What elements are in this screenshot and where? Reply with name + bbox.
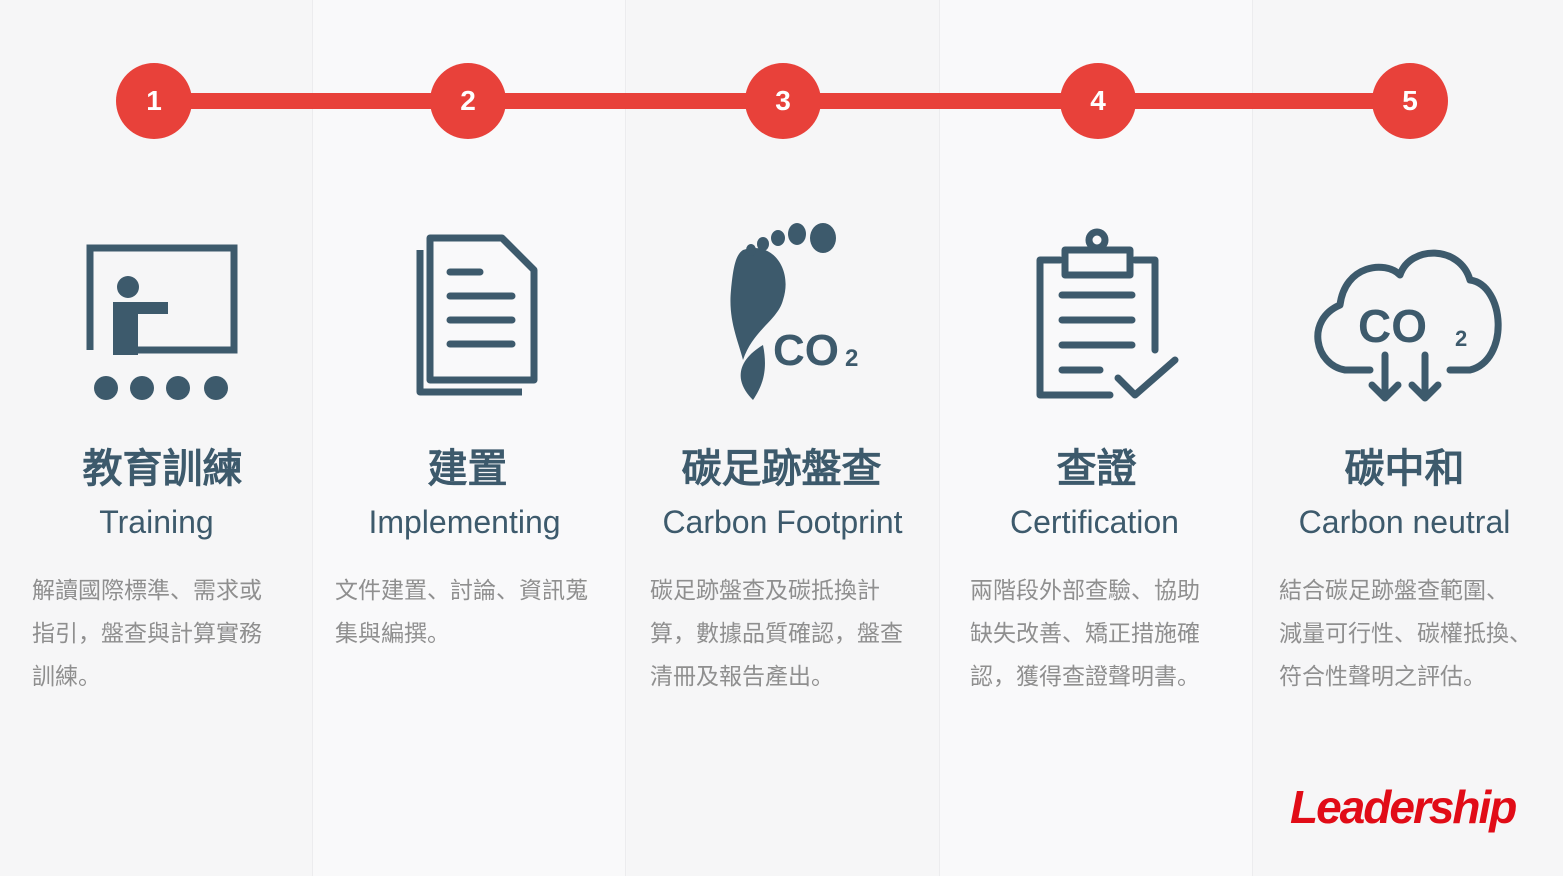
step-subtitle-3: Carbon Footprint	[662, 504, 903, 540]
column-3	[627, 0, 940, 876]
desc-line: 認，獲得查證聲明書。	[970, 664, 1200, 690]
desc-line: 算，數據品質確認，盤查	[650, 621, 903, 647]
column-4	[940, 0, 1253, 876]
step-title-1: 教育訓練	[82, 446, 243, 492]
co2-label: CO	[773, 326, 839, 375]
column-1	[0, 0, 313, 876]
step-marker-3: 3	[745, 63, 821, 139]
desc-line: 指引，盤查與計算實務	[32, 621, 262, 647]
step-description-4: 兩階段外部查驗、協助缺失改善、矯正措施確認，獲得查證聲明書。	[970, 570, 1200, 699]
step-marker-2: 2	[430, 63, 506, 139]
co2-label: CO	[1358, 300, 1427, 352]
clipboard-check-icon	[1000, 220, 1200, 410]
step-marker-4: 4	[1060, 63, 1136, 139]
step-description-2: 文件建置、討論、資訊蒐集與編撰。	[335, 570, 588, 656]
column-5	[1253, 0, 1563, 876]
leadership-logo: Leadership	[1290, 781, 1517, 833]
step-subtitle-5: Carbon neutral	[1298, 504, 1511, 540]
desc-line: 符合性聲明之評估。	[1279, 664, 1486, 690]
step-subtitle-2: Implementing	[368, 504, 561, 540]
desc-line: 缺失改善、矯正措施確	[970, 621, 1200, 647]
column-2	[313, 0, 626, 876]
desc-line: 碳足跡盤查及碳抵換計	[650, 578, 880, 604]
step-title-2: 建置	[427, 446, 508, 492]
step-title-3: 碳足跡盤查	[681, 446, 882, 492]
desc-line: 兩階段外部查驗、協助	[970, 578, 1200, 604]
desc-line: 結合碳足跡盤查範圍、	[1279, 578, 1509, 604]
step-description-5: 結合碳足跡盤查範圍、減量可行性、碳權抵換、符合性聲明之評估。	[1279, 570, 1532, 699]
co2-subscript: 2	[1455, 326, 1467, 351]
desc-line: 減量可行性、碳權抵換、	[1279, 621, 1532, 647]
co2-subscript: 2	[845, 345, 858, 372]
step-subtitle-1: Training	[99, 504, 214, 540]
co2-cloud-icon: CO 2	[1310, 220, 1510, 410]
presentation-icon	[58, 220, 258, 410]
desc-line: 訓練。	[32, 664, 101, 690]
document-icon	[372, 220, 572, 410]
step-description-1: 解讀國際標準、需求或指引，盤查與計算實務訓練。	[32, 570, 262, 699]
desc-line: 文件建置、討論、資訊蒐	[335, 578, 588, 604]
desc-line: 清冊及報告產出。	[650, 664, 834, 690]
desc-line: 解讀國際標準、需求或	[32, 578, 262, 604]
step-subtitle-4: Certification	[1010, 504, 1179, 540]
step-title-4: 查證	[1056, 446, 1137, 492]
step-title-5: 碳中和	[1344, 446, 1465, 492]
step-marker-5: 5	[1372, 63, 1448, 139]
carbon-footprint-icon: CO 2	[683, 220, 883, 410]
desc-line: 集與編撰。	[335, 621, 450, 647]
step-marker-1: 1	[116, 63, 192, 139]
step-description-3: 碳足跡盤查及碳抵換計算，數據品質確認，盤查清冊及報告產出。	[650, 570, 903, 699]
